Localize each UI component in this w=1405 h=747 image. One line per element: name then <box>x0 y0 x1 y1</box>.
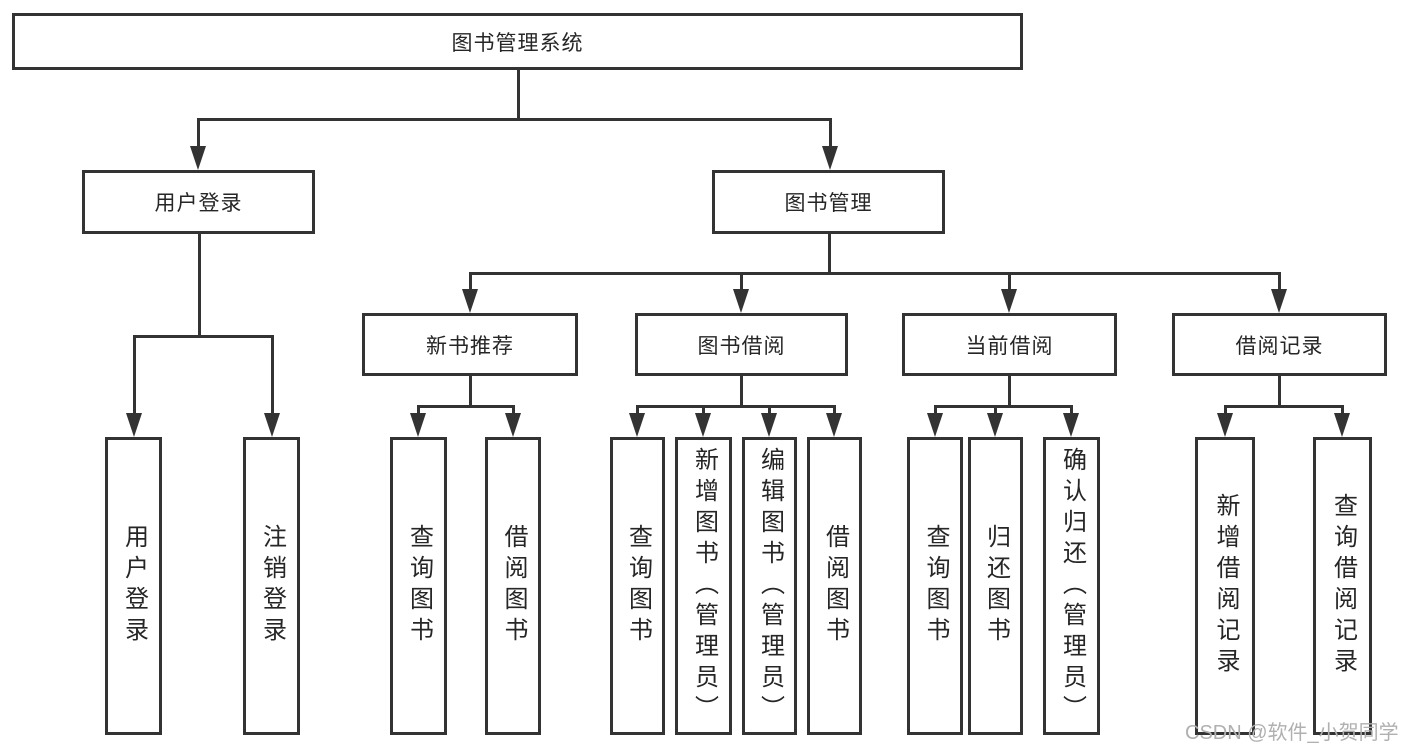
connector-leaf-shaft <box>768 405 771 419</box>
node-label: 图书借阅 <box>697 334 786 358</box>
leaf-current-query: 查询图书 <box>907 437 963 735</box>
connector-level3-shaft <box>1008 272 1011 295</box>
connector-leaf-shaft <box>833 405 836 419</box>
node-label: 查询借阅记录 <box>1329 493 1357 679</box>
node-label: 注销登录 <box>258 524 286 648</box>
node-label: 借阅图书 <box>821 524 849 648</box>
node-root: 图书管理系统 <box>12 13 1023 70</box>
connector-level3-shaft <box>740 272 743 295</box>
node-book-mgmt: 图书管理 <box>712 170 945 234</box>
node-label: 新书推荐 <box>426 334 514 358</box>
node-label: 图书管理 <box>784 192 873 215</box>
connector-leaf-shaft <box>636 405 639 419</box>
leaf-borrow-query: 查询图书 <box>610 437 665 735</box>
arrowhead-leaf-icon <box>1063 413 1079 437</box>
arrowhead-level3-icon <box>1271 289 1287 313</box>
connector-leaf-shaft <box>994 405 997 419</box>
connector-borrow-records-branch <box>1224 405 1344 408</box>
connector-leaf-shaft <box>512 405 515 419</box>
node-new-books: 新书推荐 <box>362 313 578 376</box>
leaf-current-confirm: 确认归还（管理员） <box>1043 437 1100 735</box>
arrowhead-leaf-icon <box>695 413 711 437</box>
arrowhead-leaf-icon <box>927 413 943 437</box>
arrowhead-leaf-icon <box>410 413 426 437</box>
arrowhead-leaf-icon <box>264 413 280 437</box>
connector-user-login-shaft <box>197 118 200 152</box>
node-label: 当前借阅 <box>965 334 1054 358</box>
arrowhead-level3-icon <box>462 289 478 313</box>
node-label: 归还图书 <box>982 524 1010 648</box>
arrowhead-leaf-icon <box>987 413 1003 437</box>
arrowhead-level3-icon <box>733 289 749 313</box>
connector-leaf-shaft <box>934 405 937 419</box>
connector-user-login-branch <box>133 335 274 338</box>
connector-borrow-records-drop <box>1278 376 1281 408</box>
leaf-current-return: 归还图书 <box>968 437 1023 735</box>
connector-current-borrow-branch <box>934 405 1073 408</box>
leaf-borrow-add: 新增图书（管理员） <box>675 437 732 735</box>
connector-new-books-branch <box>417 405 515 408</box>
arrowhead-leaf-icon <box>761 413 777 437</box>
watermark: CSDN @软件_小贺同学 <box>1185 722 1399 744</box>
connector-level3-branch <box>469 272 1280 275</box>
node-label: 新增图书（管理员） <box>690 446 718 726</box>
arrowhead-leaf-icon <box>1334 413 1350 437</box>
connector-book-mgmt-drop <box>828 234 831 275</box>
connector-leaf-shaft <box>133 335 136 419</box>
leaf-logout: 注销登录 <box>243 437 300 735</box>
connector-root-drop <box>517 70 520 121</box>
node-book-borrow: 图书借阅 <box>635 313 848 376</box>
arrowhead-level3-icon <box>1001 289 1017 313</box>
node-label: 确认归还（管理员） <box>1058 446 1086 726</box>
node-label: 查询图书 <box>922 524 949 648</box>
leaf-newbooks-query: 查询图书 <box>390 437 447 735</box>
arrowhead-leaf-icon <box>1217 413 1233 437</box>
connector-leaf-shaft <box>702 405 705 419</box>
node-label: 用户登录 <box>154 192 243 215</box>
arrowhead-leaf-icon <box>826 413 842 437</box>
connector-leaf-shaft <box>417 405 420 419</box>
connector-level3-shaft <box>469 272 472 295</box>
leaf-records-add: 新增借阅记录 <box>1195 437 1255 735</box>
node-label: 新增借阅记录 <box>1212 493 1239 679</box>
arrowhead-leaf-icon <box>629 413 645 437</box>
connector-leaf-shaft <box>1341 405 1344 419</box>
node-borrow-records: 借阅记录 <box>1172 313 1387 376</box>
leaf-records-query: 查询借阅记录 <box>1313 437 1372 735</box>
connector-level2-branch <box>197 118 832 121</box>
node-label: 查询图书 <box>624 524 652 648</box>
leaf-newbooks-borrow: 借阅图书 <box>485 437 541 735</box>
node-label: 编辑图书（管理员） <box>756 446 784 726</box>
arrowhead-user-login-icon <box>190 146 206 170</box>
node-current-borrow: 当前借阅 <box>902 313 1117 376</box>
connector-user-login-drop <box>198 234 201 338</box>
connector-new-books-drop <box>469 376 472 408</box>
connector-level3-shaft <box>1278 272 1281 295</box>
connector-book-borrow-branch <box>636 405 836 408</box>
connector-leaf-shaft <box>271 335 274 419</box>
node-label: 借阅记录 <box>1235 334 1324 358</box>
node-label: 图书管理系统 <box>451 31 584 55</box>
connector-leaf-shaft <box>1070 405 1073 419</box>
arrowhead-leaf-icon <box>505 413 521 437</box>
connector-book-mgmt-shaft <box>829 118 832 152</box>
node-label: 借阅图书 <box>500 524 527 648</box>
leaf-borrow-edit: 编辑图书（管理员） <box>742 437 797 735</box>
leaf-borrow-borrow: 借阅图书 <box>807 437 862 735</box>
connector-current-borrow-drop <box>1008 376 1011 408</box>
node-label: 查询图书 <box>405 524 433 648</box>
connector-leaf-shaft <box>1224 405 1227 419</box>
leaf-user-login: 用户登录 <box>105 437 162 735</box>
connector-book-borrow-drop <box>740 376 743 408</box>
arrowhead-book-mgmt-icon <box>822 146 838 170</box>
arrowhead-leaf-icon <box>126 413 142 437</box>
node-user-login: 用户登录 <box>82 170 315 234</box>
node-label: 用户登录 <box>120 524 148 648</box>
